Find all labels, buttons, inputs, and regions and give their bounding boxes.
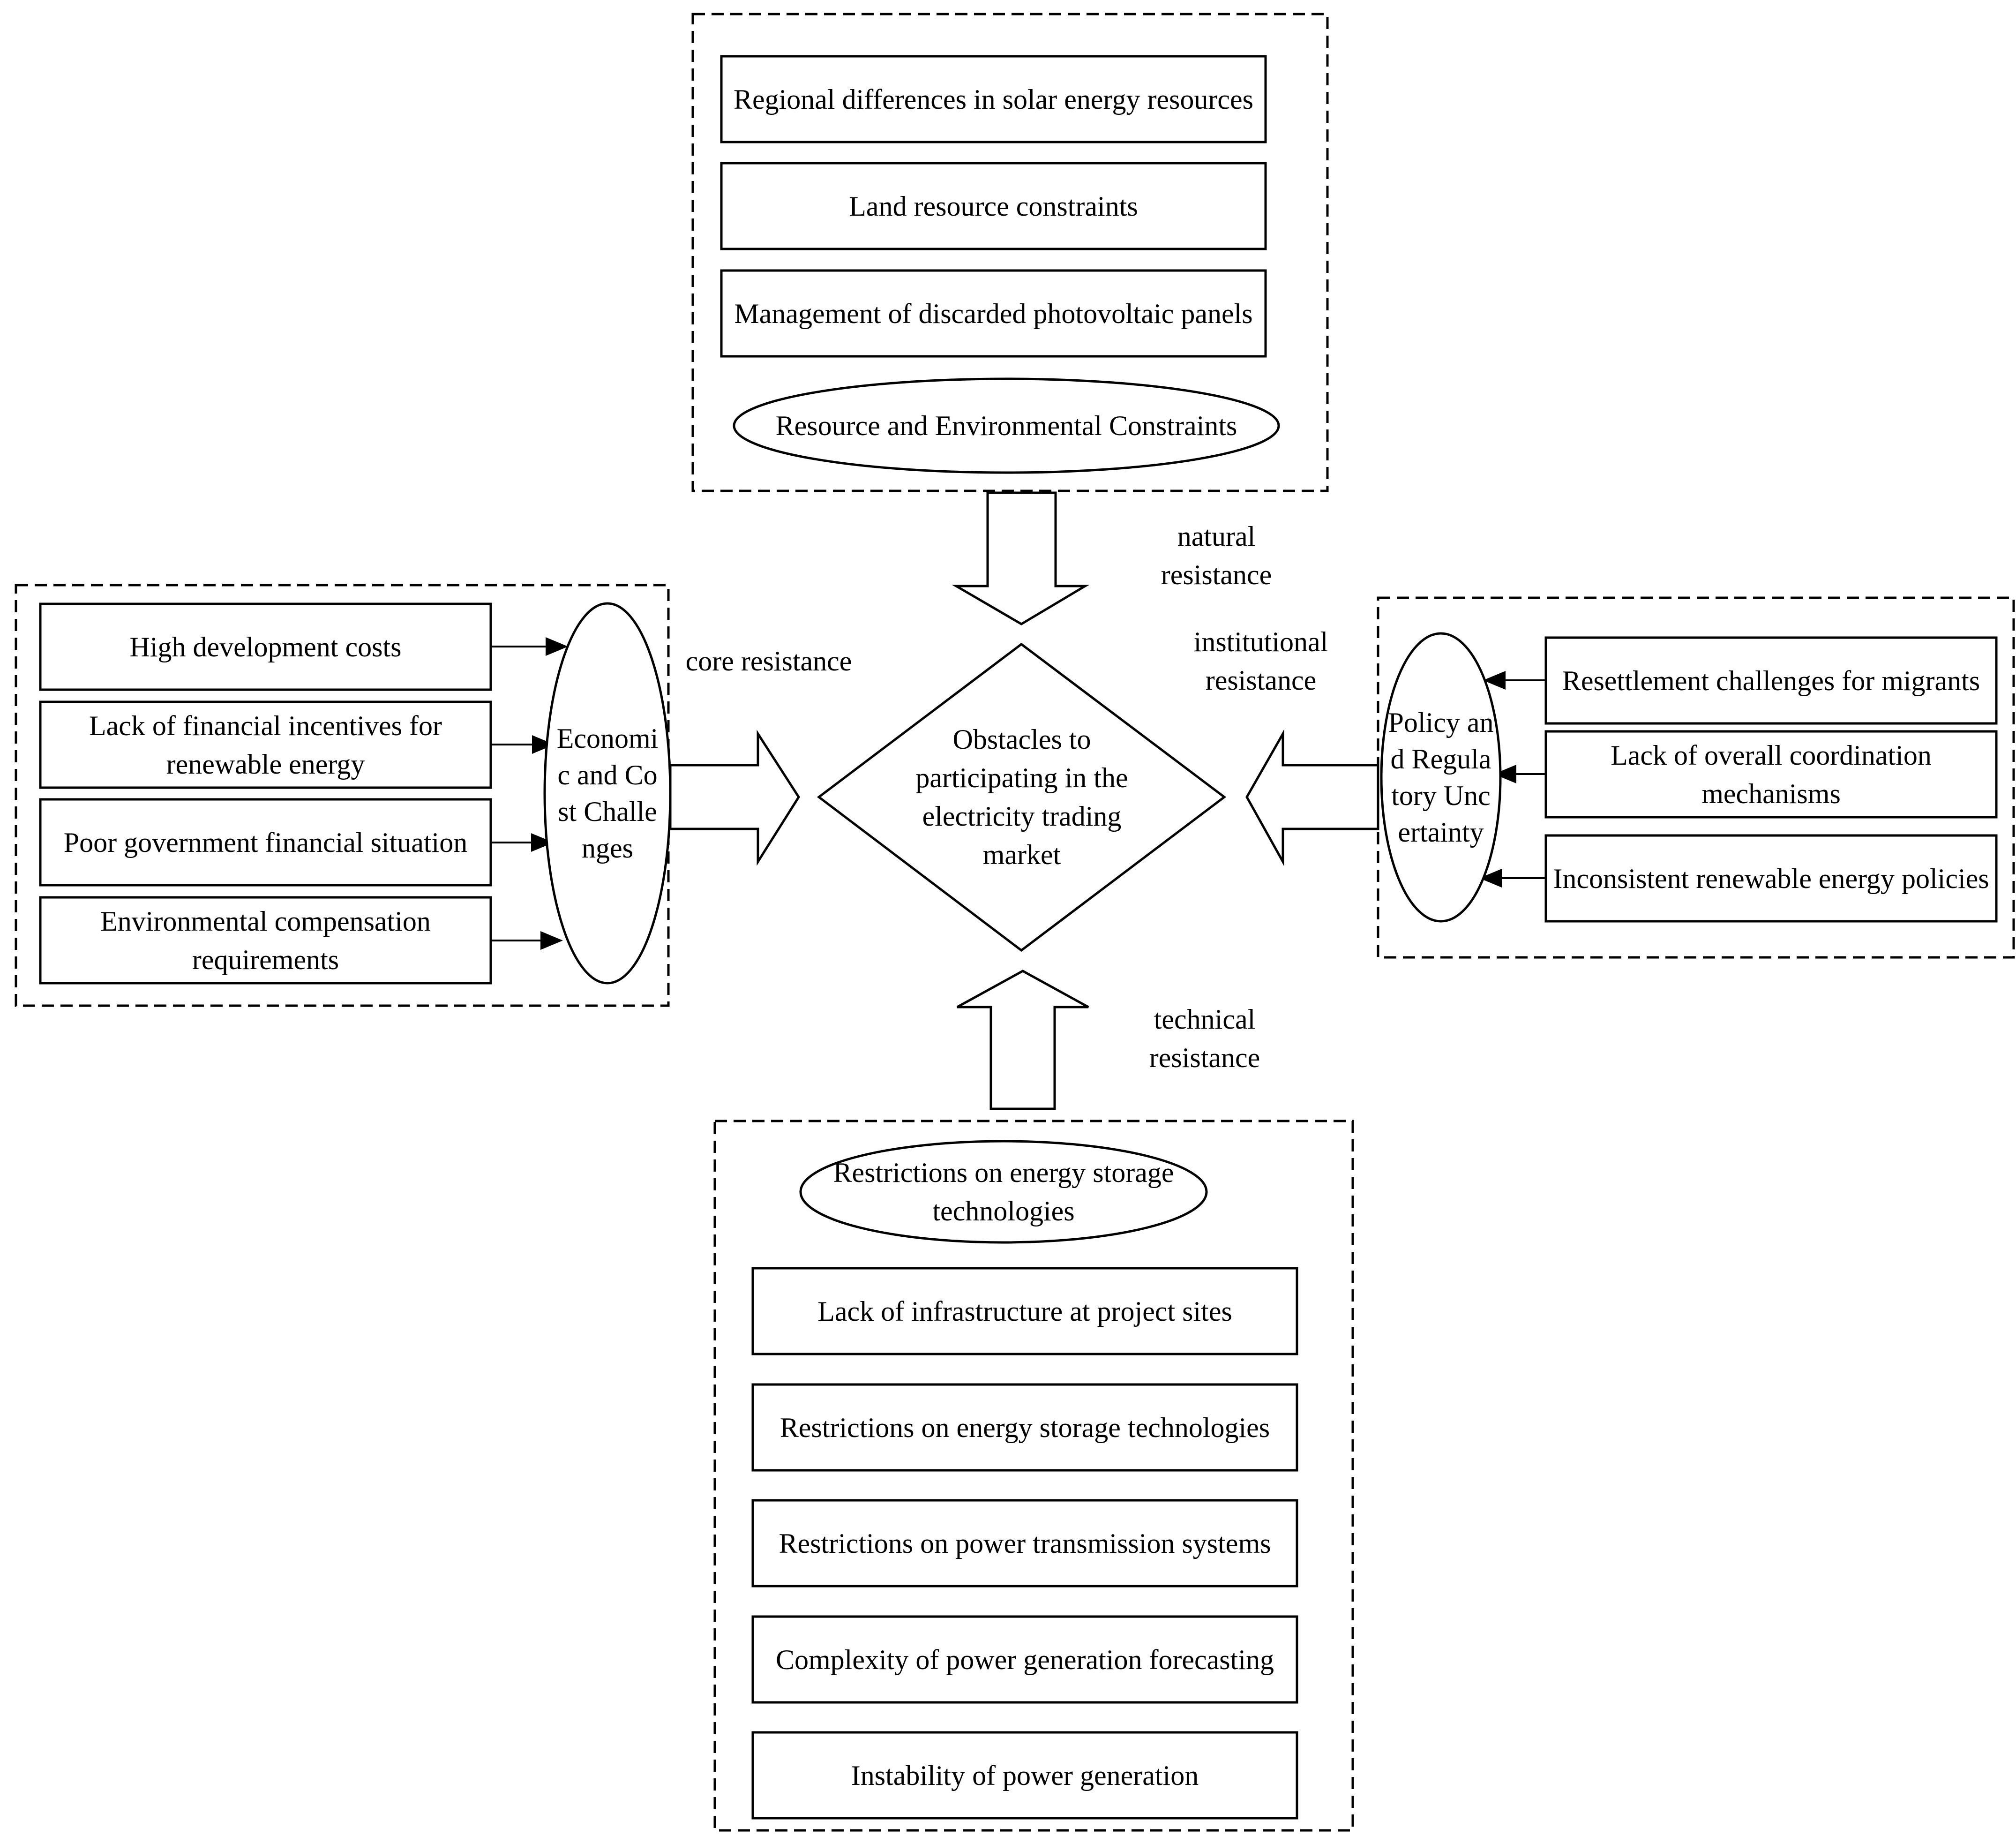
bottom-item-text: Lack of infrastructure at project sites xyxy=(817,1295,1232,1327)
left-item-text: Lack of financial incentives for renewab… xyxy=(89,710,442,780)
core-resistance-label: core resistance xyxy=(685,646,852,677)
right-item-text: Lack of overall coordination mechanisms xyxy=(1611,739,1932,809)
left-item-box xyxy=(39,798,492,887)
top-item-text: Land resource constraints xyxy=(849,190,1138,222)
right-item-box xyxy=(1544,834,1998,923)
top-item-box xyxy=(720,55,1267,143)
center-diamond xyxy=(817,642,1227,952)
bottom-category-ellipse xyxy=(799,1140,1208,1244)
bottom-item-box xyxy=(751,1499,1298,1588)
top-item-box xyxy=(720,269,1267,358)
bottom-item-box xyxy=(751,1267,1298,1355)
left-item-text: Environmental compensation requirements xyxy=(100,905,431,975)
bottom-item-text: Instability of power generation xyxy=(851,1760,1199,1791)
institutional-resistance-arrow xyxy=(1245,729,1379,866)
right-category-label: Policy and Regulatory Uncertainty xyxy=(1388,707,1494,848)
bottom-item-text: Restrictions on power transmission syste… xyxy=(779,1527,1271,1559)
institutional-resistance-label: institutional resistance xyxy=(1193,626,1328,696)
bottom-item-box xyxy=(751,1731,1298,1820)
right-item-box xyxy=(1544,730,1998,819)
right-category-ellipse xyxy=(1380,632,1502,923)
top-item-text: Regional differences in solar energy res… xyxy=(733,83,1254,115)
top-item-box xyxy=(720,162,1267,250)
core-resistance-arrow xyxy=(669,730,800,866)
center-text: Obstacles to participating in the electr… xyxy=(915,724,1128,870)
left-item-box xyxy=(39,700,492,789)
top-category-ellipse xyxy=(733,377,1280,474)
top-category-label: Resource and Environmental Constraints xyxy=(775,410,1237,441)
top-item-text: Management of discarded photovoltaic pan… xyxy=(734,298,1253,329)
technical-resistance-label: technical resistance xyxy=(1149,1004,1260,1073)
left-item-box xyxy=(39,602,492,691)
bottom-category-label: Restrictions on energy storage technolog… xyxy=(833,1157,1174,1227)
bottom-group-frame xyxy=(713,1120,1354,1832)
top-group-frame xyxy=(691,13,1329,492)
natural-resistance-arrow xyxy=(952,491,1090,625)
bottom-item-box xyxy=(751,1383,1298,1472)
technical-resistance-arrow xyxy=(956,970,1089,1110)
left-category-label: Economic and Cost Challenges xyxy=(556,723,659,864)
bottom-item-box xyxy=(751,1615,1298,1704)
left-item-text: High development costs xyxy=(129,631,402,662)
natural-resistance-label: natural resistance xyxy=(1161,521,1272,590)
right-item-text: Resettlement challenges for migrants xyxy=(1562,665,1980,696)
right-item-text: Inconsistent renewable energy policies xyxy=(1553,863,1989,894)
left-item-text: Poor government financial situation xyxy=(63,827,468,858)
right-item-box xyxy=(1544,636,1998,725)
bottom-item-text: Complexity of power generation forecasti… xyxy=(775,1644,1274,1675)
bottom-item-text: Restrictions on energy storage technolog… xyxy=(779,1412,1270,1443)
